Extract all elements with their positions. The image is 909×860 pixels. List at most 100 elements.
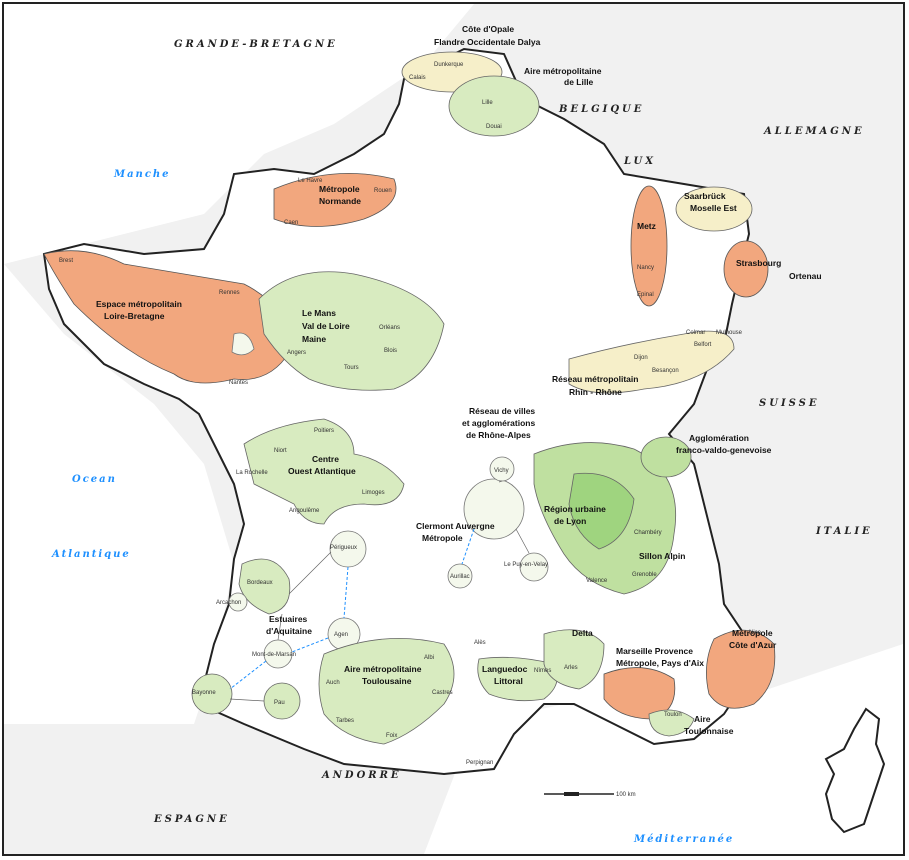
city-label: Valence bbox=[586, 578, 608, 584]
country-label-lu: LUX bbox=[623, 156, 656, 167]
region-marseille bbox=[603, 667, 676, 720]
region-label-marseille2: Métropole, Pays d'Aix bbox=[616, 658, 704, 668]
region-label-loire1: Le Mans bbox=[302, 308, 336, 318]
country-label-be: BELGIQUE bbox=[558, 104, 644, 115]
region-label-bretagne: Espace métropolitain bbox=[96, 299, 182, 309]
region-label-nice2: Côte d'Azur bbox=[729, 640, 777, 650]
sea-atlantique bbox=[4, 264, 234, 724]
city-label: Nice bbox=[749, 630, 762, 636]
city-label: Epinal bbox=[637, 292, 654, 298]
region-languedoc bbox=[477, 656, 558, 702]
region-label-nice: Métropole bbox=[732, 628, 773, 638]
city-label: Périgueux bbox=[330, 545, 357, 551]
city-label: Dunkerque bbox=[434, 62, 464, 68]
region-label-rhin-rhone2: Rhin - Rhône bbox=[569, 387, 622, 397]
region-normandie bbox=[273, 173, 397, 227]
region-rhin-rhone bbox=[568, 330, 735, 394]
region-label-clermont: Clermont Auvergne bbox=[416, 521, 495, 531]
region-label-aquitaine: Estuaires bbox=[269, 614, 308, 624]
city-label: Albi bbox=[424, 655, 434, 661]
city-label: Bordeaux bbox=[247, 580, 273, 586]
city-label: Vichy bbox=[494, 468, 509, 474]
city-label: Auch bbox=[326, 680, 340, 686]
region-delta bbox=[543, 629, 605, 690]
region-label-sarre: Saarbrück bbox=[684, 191, 726, 201]
city-label: Castres bbox=[432, 690, 453, 696]
region-label-sillon-alpin: Sillon Alpin bbox=[639, 551, 685, 561]
city-label: Rouen bbox=[374, 188, 392, 194]
region-geneve bbox=[640, 436, 692, 478]
region-lille bbox=[448, 75, 540, 137]
region-nice bbox=[706, 629, 776, 709]
sea-label-mediterranee: Méditerranée bbox=[633, 834, 734, 845]
region-lyon bbox=[568, 472, 635, 550]
region-label-normandie2: Normande bbox=[319, 196, 361, 206]
region-label-lyon: Région urbaine bbox=[544, 504, 606, 514]
region-label-clermont2: Métropole bbox=[422, 533, 463, 543]
region-label-bretagne2: Loire-Bretagne bbox=[104, 311, 165, 321]
region-label-rhone-alpes3: de Rhône-Alpes bbox=[466, 430, 531, 440]
region-label-delta: Delta bbox=[572, 628, 593, 638]
region-label-rhone-alpes2: et agglomérations bbox=[462, 418, 535, 428]
city-label: Brest bbox=[59, 258, 73, 264]
region-label-strasbourg: Strasbourg bbox=[736, 258, 781, 268]
sea-manche bbox=[4, 4, 474, 264]
circle-aurillac bbox=[447, 563, 473, 589]
region-label-lille2: de Lille bbox=[564, 77, 594, 87]
region-label-rhin-rhone: Réseau métropolitain bbox=[552, 374, 638, 384]
corsica-outline bbox=[824, 707, 886, 834]
city-label: Calais bbox=[409, 75, 426, 81]
city-label: Douai bbox=[486, 124, 502, 130]
region-label-loire2: Val de Loire bbox=[302, 321, 350, 331]
city-label: Tarbes bbox=[336, 718, 354, 724]
city-label: Arcachon bbox=[216, 600, 241, 606]
region-centre-atlantique bbox=[243, 418, 405, 525]
city-label: Nantes bbox=[229, 380, 248, 386]
city-label: Mont-de-Marsan bbox=[252, 652, 296, 658]
scale-label: 100 km bbox=[616, 792, 636, 798]
sea-label-manche: Manche bbox=[113, 169, 171, 180]
links-layer bbox=[229, 480, 530, 702]
city-label: Grenoble bbox=[632, 572, 657, 578]
city-label: Arles bbox=[564, 665, 578, 671]
city-label: Mulhouse bbox=[716, 330, 743, 336]
city-label: Foix bbox=[386, 733, 397, 739]
country-label-ch: SUISSE bbox=[759, 398, 819, 409]
map-canvas: 100 km GRANDE-BRETAGNE BELGIQUE ALLEMAGN… bbox=[4, 4, 903, 854]
city-label: Caen bbox=[284, 220, 298, 226]
region-bretagne bbox=[43, 250, 295, 384]
region-label-normandie: Métropole bbox=[319, 184, 360, 194]
city-label: Aurillac bbox=[450, 574, 470, 580]
region-label-sarre2: Moselle Est bbox=[690, 203, 737, 213]
country-label-de: ALLEMAGNE bbox=[763, 126, 865, 137]
circle-puy bbox=[519, 552, 549, 582]
region-loire bbox=[258, 271, 445, 391]
city-label: Bayonne bbox=[192, 690, 216, 696]
city-label: Angoulême bbox=[289, 508, 320, 514]
circle-bayonne bbox=[191, 673, 233, 715]
region-label-marseille: Marseille Provence bbox=[616, 646, 693, 656]
region-label-flandre: Flandre Occidentale Dalya bbox=[434, 37, 541, 47]
city-label: Alès bbox=[474, 640, 486, 646]
region-sarre bbox=[675, 186, 753, 232]
region-label-geneve: Agglomération bbox=[689, 433, 749, 443]
city-label: Le Havre bbox=[298, 178, 323, 184]
sea-label-atlantique: Atlantique bbox=[51, 549, 131, 560]
city-label: Lille bbox=[482, 100, 493, 106]
region-label-toulon2: Toulonnaise bbox=[684, 726, 734, 736]
country-label-ad: ANDORRE bbox=[321, 770, 402, 781]
sea-mediterranee bbox=[424, 644, 903, 854]
city-label: Agen bbox=[334, 632, 348, 638]
country-label-gb: GRANDE-BRETAGNE bbox=[174, 39, 338, 50]
region-label-languedoc2: Littoral bbox=[494, 676, 523, 686]
region-label-languedoc: Languedoc bbox=[482, 664, 528, 674]
region-label-lille: Aire métropolitaine bbox=[524, 66, 602, 76]
city-label: Angers bbox=[287, 350, 306, 356]
city-label: Tours bbox=[344, 365, 359, 371]
city-label: Orléans bbox=[379, 325, 400, 331]
region-label-toulon: Aire bbox=[694, 714, 711, 724]
city-label: Toulon bbox=[664, 712, 682, 718]
city-label: Colmar bbox=[686, 330, 705, 336]
city-label: Le Puy-en-Velay bbox=[504, 562, 548, 568]
